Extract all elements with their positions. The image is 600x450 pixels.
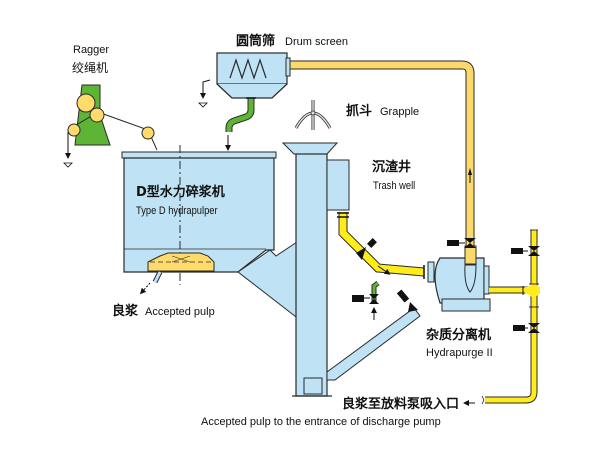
- discharge-pipe: [463, 229, 540, 406]
- trash-pipe: [337, 212, 425, 279]
- flow-arrow-icon: [468, 168, 472, 175]
- drum-screen: [198, 52, 291, 151]
- discharge-label-cn: 良浆至放料泵吸入口: [342, 397, 460, 412]
- trash-well-column: [281, 142, 421, 397]
- valve-icon: [356, 238, 377, 260]
- valve-icon: [396, 289, 418, 312]
- grapple: [294, 100, 332, 130]
- grapple-label-cn: 抓斗: [346, 104, 373, 119]
- ragger: [63, 84, 158, 168]
- ragger-label-cn: 绞绳机: [72, 61, 109, 75]
- accepted-pulp-label-en: Accepted pulp: [145, 306, 215, 318]
- hydrapurge: [427, 238, 491, 312]
- recirculation-pipe: [288, 60, 475, 265]
- grapple-label-en: Grapple: [380, 106, 420, 118]
- hydrapurge-label-cn: 杂质分离机: [426, 328, 492, 343]
- hydrapulper-label-cn: D型水力碎浆机: [136, 185, 225, 200]
- discharge-label-en: Accepted pulp to the entrance of dischar…: [201, 416, 441, 428]
- trash-well-label-en: Trash well: [373, 180, 416, 192]
- trash-well-label-cn: 沉渣井: [372, 160, 412, 175]
- drum-screen-label-en: Drum screen: [285, 36, 348, 48]
- ragger-label-en: Ragger: [73, 44, 110, 56]
- dilution-pipe: [352, 281, 380, 320]
- hydrapulper: [121, 145, 301, 322]
- drum-screen-label-cn: 圆筒筛: [236, 34, 276, 49]
- hydrapurge-label-en: Hydrapurge II: [426, 347, 493, 359]
- accepted-pulp-label-cn: 良浆: [112, 304, 139, 319]
- hydrapulper-label-en: Type D hydrapulper: [136, 205, 218, 217]
- valve-icon: [369, 294, 379, 304]
